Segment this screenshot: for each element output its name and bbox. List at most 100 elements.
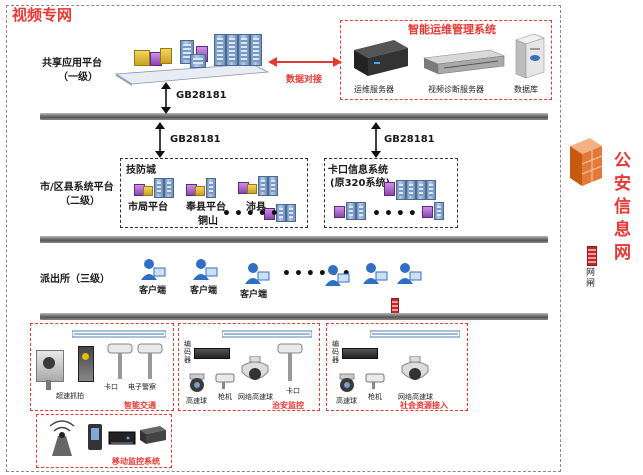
mobile-recorder-icon [140,426,166,444]
jifang-rack-7 [286,204,296,222]
video-network-frame [6,5,561,472]
shared-rack-1 [214,34,226,66]
traffic-device-checkpoint: 卡口 [104,383,118,391]
jifang-rack-6 [276,204,286,222]
security-dome-icon-1 [189,373,205,392]
gb-label-top: GB28181 [176,90,227,101]
traffic-device-speed: 超速抓拍 [56,392,84,400]
traffic-device-epolice: 电子警察 [128,383,156,391]
security-device-checkpoint: 卡口 [286,387,300,395]
gb-arrow-left [155,122,165,158]
jifang-rack-3 [206,178,216,198]
kakou-title: 卡口信息系统 [328,165,388,176]
security-encoder-label: 编码器 [184,340,191,364]
bus-bar-level1 [40,113,548,120]
shared-rack-4 [250,34,262,66]
mobile-antenna-icon [49,420,75,456]
diagnosis-server-icon [422,49,506,75]
client-label-1: 客户端 [139,286,167,296]
gb-label-right: GB28181 [384,134,435,145]
mobile-dvr-icon [108,431,136,445]
jifang-server-4 [195,186,205,196]
database-icon [515,33,545,79]
mobile-device-icon [88,424,102,450]
gateway-icon [587,246,597,266]
security-frame [178,323,320,411]
client-icon-3 [245,263,270,284]
firewall-icon [570,138,603,186]
bullet-camera-icon-2 [137,343,163,379]
gb-arrow-right [371,122,381,158]
diagnosis-server-label: 视频诊断服务器 [428,85,484,94]
jifang-frame [120,158,308,228]
kakou-rack-2 [406,180,416,200]
kakou-rack-3 [416,180,426,200]
gb-label-left: GB28181 [170,134,221,145]
jifang-tongshan: 铜山 [198,216,218,227]
ops-server-icon [354,40,408,76]
social-title: 社会资源接入 [400,401,448,410]
security-device-dome: 高速球 [186,397,207,405]
kakou-server-1 [384,182,395,196]
jifang-rack-2 [164,178,174,198]
ops-system-frame [340,20,552,100]
police-station-label: 派出所（三级） [40,274,110,285]
social-dome-icon [339,373,355,392]
social-device-gun: 枪机 [368,393,382,401]
social-network-bar [370,330,460,338]
data-link-arrow [268,57,342,67]
kakou-rack-7 [434,202,444,220]
jifang-dots: ••••• [222,206,282,222]
checkpoint-camera-icon [78,346,94,382]
kakou-server-2 [334,206,345,218]
shared-platform-base [114,63,270,86]
traffic-title: 智能交通 [124,401,156,410]
kakou-subtitle: (原320系统) [330,178,391,189]
city-platform-level: （二级） [60,196,100,207]
shared-platform-label: 共享应用平台 [42,58,102,69]
data-link-label: 数据对接 [286,75,323,85]
bus-bar-level2 [40,236,548,243]
client-label-3: 客户端 [240,290,268,300]
bullet-camera-icon-1 [107,343,133,379]
jifang-server-7 [264,208,275,220]
traffic-frame [30,323,174,411]
security-device-net-dome: 网络高速球 [238,393,273,401]
kakou-rack-1 [396,180,406,200]
social-device-dome: 高速球 [336,397,357,405]
social-gun-icon [365,373,385,389]
client-label-2: 客户端 [190,286,218,296]
jifang-rack-5 [268,176,278,196]
kakou-frame [324,158,458,228]
jifang-rack-1 [154,178,164,198]
bus-bar-level3 [40,313,548,320]
ops-system-title: 智能运维管理系统 [408,23,496,36]
jifang-server-2 [143,186,153,196]
traffic-network-bar [72,330,166,338]
security-encoder-icon [194,348,230,359]
mobile-title: 移动监控系统 [112,457,160,466]
social-frame [326,323,468,411]
gateway-label: 网闸 [586,268,596,289]
client-icon-4 [325,265,350,286]
city-platform-label: 市/区县系统平台 [40,182,114,193]
jifang-peixian: 沛县 [246,202,266,213]
social-device-net-dome: 网络高速球 [398,393,433,401]
video-network-title: 视频专网 [12,6,73,24]
client-icon-5 [363,263,388,284]
kakou-dots: ••••• [372,206,432,222]
shared-server-yellow-2 [160,48,172,64]
shared-server-yellow [134,50,150,66]
jifang-server-6 [247,184,257,194]
security-device-gun: 枪机 [218,393,232,401]
public-net-title: 公安信息网 [614,151,631,263]
social-encoder-icon [342,348,378,359]
ops-server-label: 运维服务器 [354,85,394,94]
gateway-small-icon [391,298,399,314]
shared-platform-level: （一级） [58,72,98,83]
kakou-rack-4 [426,180,436,200]
speed-camera-pole [46,380,51,390]
social-net-dome-icon [401,356,429,380]
kakou-rack-6 [356,202,366,220]
kakou-rack-5 [346,202,356,220]
